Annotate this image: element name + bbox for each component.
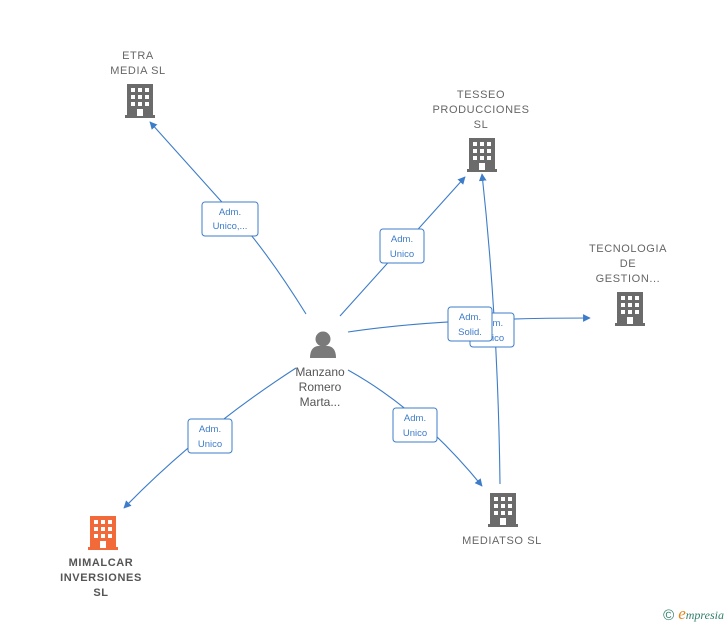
person-label: Romero bbox=[299, 380, 342, 394]
node-label: TECNOLOGIA bbox=[589, 243, 667, 255]
node-label: MIMALCAR bbox=[69, 557, 134, 569]
copyright-footer: ©empresia bbox=[663, 604, 724, 624]
badge-line: Solid. bbox=[458, 327, 482, 338]
edge-badge-etra[interactable]: Adm. Unico,... bbox=[201, 201, 259, 237]
edge-badge-mediatso[interactable]: Adm. Unico bbox=[392, 407, 438, 443]
badge-line: Adm. bbox=[404, 413, 426, 424]
building-icon bbox=[467, 138, 497, 172]
brand-logo-text: mpresia bbox=[685, 608, 724, 622]
badge-line: Unico,... bbox=[213, 221, 248, 232]
node-tesseo-producciones[interactable]: TESSEO PRODUCCIONES SL bbox=[432, 89, 529, 172]
brand-logo-initial: e bbox=[678, 604, 686, 623]
badge-line: Unico bbox=[198, 439, 222, 450]
edge-badge-mimalcar[interactable]: Adm. Unico bbox=[187, 418, 233, 454]
copyright-icon: © bbox=[663, 607, 675, 624]
node-etra-media[interactable]: ETRA MEDIA SL bbox=[110, 50, 166, 118]
node-label: SL bbox=[474, 119, 489, 131]
node-label: DE bbox=[620, 258, 636, 270]
node-mimalcar-inversiones[interactable]: MIMALCAR INVERSIONES SL bbox=[60, 516, 142, 599]
badge-line: Unico bbox=[390, 249, 414, 260]
person-label: Manzano bbox=[295, 365, 345, 379]
node-label: SL bbox=[93, 587, 108, 599]
badge-line: Adm. bbox=[199, 424, 221, 435]
edge-badge-tesseo[interactable]: Adm. Unico bbox=[379, 228, 425, 264]
edge-badge-tecnologia[interactable]: Adm. Solid. bbox=[447, 306, 493, 342]
node-label: GESTION... bbox=[596, 273, 661, 285]
node-tecnologia-de-gestion[interactable]: TECNOLOGIA DE GESTION... bbox=[589, 243, 667, 326]
node-label: INVERSIONES bbox=[60, 572, 142, 584]
node-mediatso[interactable]: MEDIATSO SL bbox=[462, 493, 542, 547]
node-label: PRODUCCIONES bbox=[432, 104, 529, 116]
node-label: ETRA bbox=[122, 50, 154, 62]
badge-line: Unico bbox=[403, 428, 427, 439]
badge-line: Adm. bbox=[391, 234, 413, 245]
building-icon bbox=[615, 292, 645, 326]
badge-line: Adm. bbox=[459, 312, 481, 323]
building-icon bbox=[125, 84, 155, 118]
building-icon bbox=[488, 493, 518, 527]
person-label: Marta... bbox=[300, 395, 341, 409]
node-label: TESSEO bbox=[457, 89, 505, 101]
person-icon bbox=[310, 331, 336, 358]
node-person-manzano-romero[interactable]: Manzano Romero Marta... bbox=[295, 331, 345, 410]
badge-line: Adm. bbox=[219, 207, 241, 218]
node-label: MEDIATSO SL bbox=[462, 535, 542, 547]
building-icon-highlighted bbox=[88, 516, 118, 550]
node-label: MEDIA SL bbox=[110, 65, 166, 77]
